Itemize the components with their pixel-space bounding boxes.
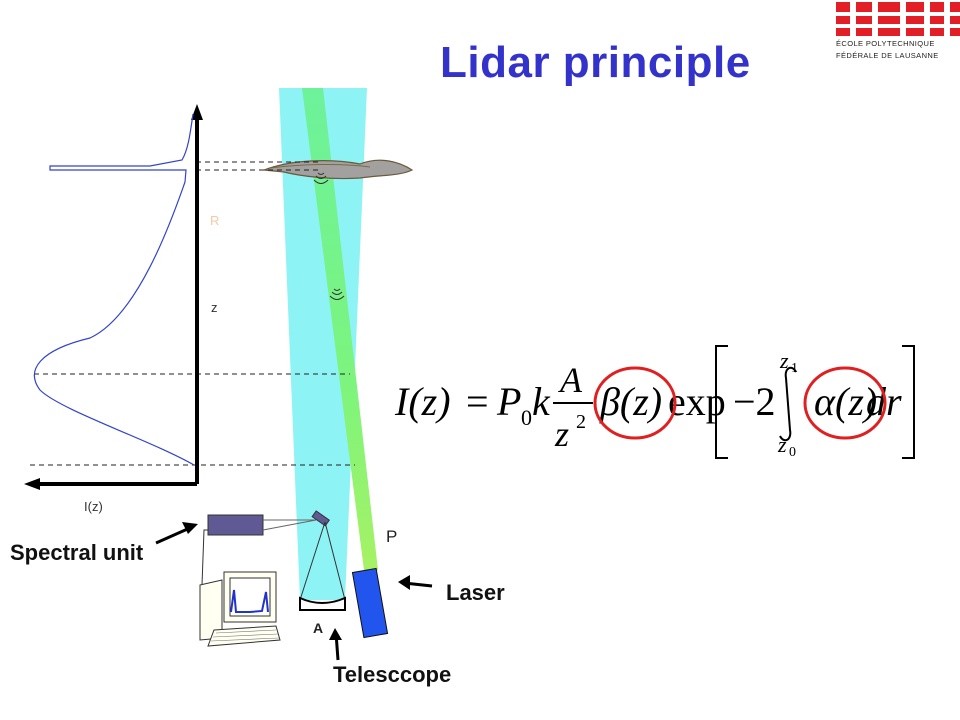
integral-sign [779, 366, 797, 442]
laser-beam [302, 88, 378, 570]
alpha-highlight-circle [803, 366, 887, 440]
integral-lower-limit: z [777, 432, 787, 457]
spectral-unit-box [207, 514, 264, 536]
integral-lower-limit-subscript: 0 [789, 445, 796, 460]
lidar-equation: I(z) = P 0 k A z 2 β(z) exp −2 z 1 z 0 α… [394, 348, 902, 460]
formula-minus-two: −2 [733, 379, 776, 424]
epfl-logo-line1: ÉCOLE POLYTECHNIQUE [836, 39, 935, 48]
formula-p-subscript: 0 [521, 405, 532, 430]
formula-lhs: I(z) [394, 379, 451, 424]
area-label: A [313, 620, 324, 636]
integral-upper-limit-subscript: 1 [791, 361, 798, 376]
epfl-logo-text: ÉCOLE POLYTECHNIQUE FÉDÉRALE DE LAUSANNE [836, 38, 960, 62]
spectral-arrowhead [182, 522, 198, 534]
intensity-axis-label: I(z) [84, 499, 103, 514]
formula-denominator: z [554, 414, 569, 454]
formula-beta: β(z) [599, 379, 662, 424]
formula-brackets [715, 345, 915, 459]
formula-alpha: α(z) [814, 379, 877, 424]
beta-highlight-circle [593, 366, 677, 440]
epfl-logo-line2: FÉDÉRALE DE LAUSANNE [836, 51, 939, 60]
telescope-arrowhead [329, 628, 342, 640]
telescope-label: Telesccope [333, 662, 452, 687]
laser-arrowhead [398, 575, 410, 590]
intensity-axis-arrowhead [24, 478, 40, 490]
laser-label: Laser [446, 580, 505, 605]
range-guides [30, 161, 355, 466]
epfl-logo-mark [836, 2, 960, 36]
telescope-field-of-view [279, 88, 367, 600]
integral-upper-limit: z [779, 348, 789, 373]
signal-cable [201, 529, 216, 586]
z-axis-arrowhead [191, 104, 203, 120]
formula-exp: exp [668, 379, 726, 424]
formula-equals: = [466, 379, 489, 424]
backscatter-icon [329, 288, 345, 300]
formula-denominator-exponent: 2 [576, 411, 586, 433]
formula-p: P [496, 379, 521, 424]
range-label: R [210, 213, 220, 228]
computer-icon [199, 571, 281, 647]
formula-numerator: A [558, 360, 583, 400]
spectral-unit-label: Spectral unit [10, 540, 144, 565]
formula-k: k [532, 379, 551, 424]
slide-title: Lidar principle [440, 38, 751, 87]
z-axis-label: z [211, 300, 218, 315]
lidar-signal-curve [33, 113, 195, 466]
power-label: P [386, 527, 398, 546]
laser-body [351, 567, 389, 639]
backscatter-icon [313, 172, 329, 184]
